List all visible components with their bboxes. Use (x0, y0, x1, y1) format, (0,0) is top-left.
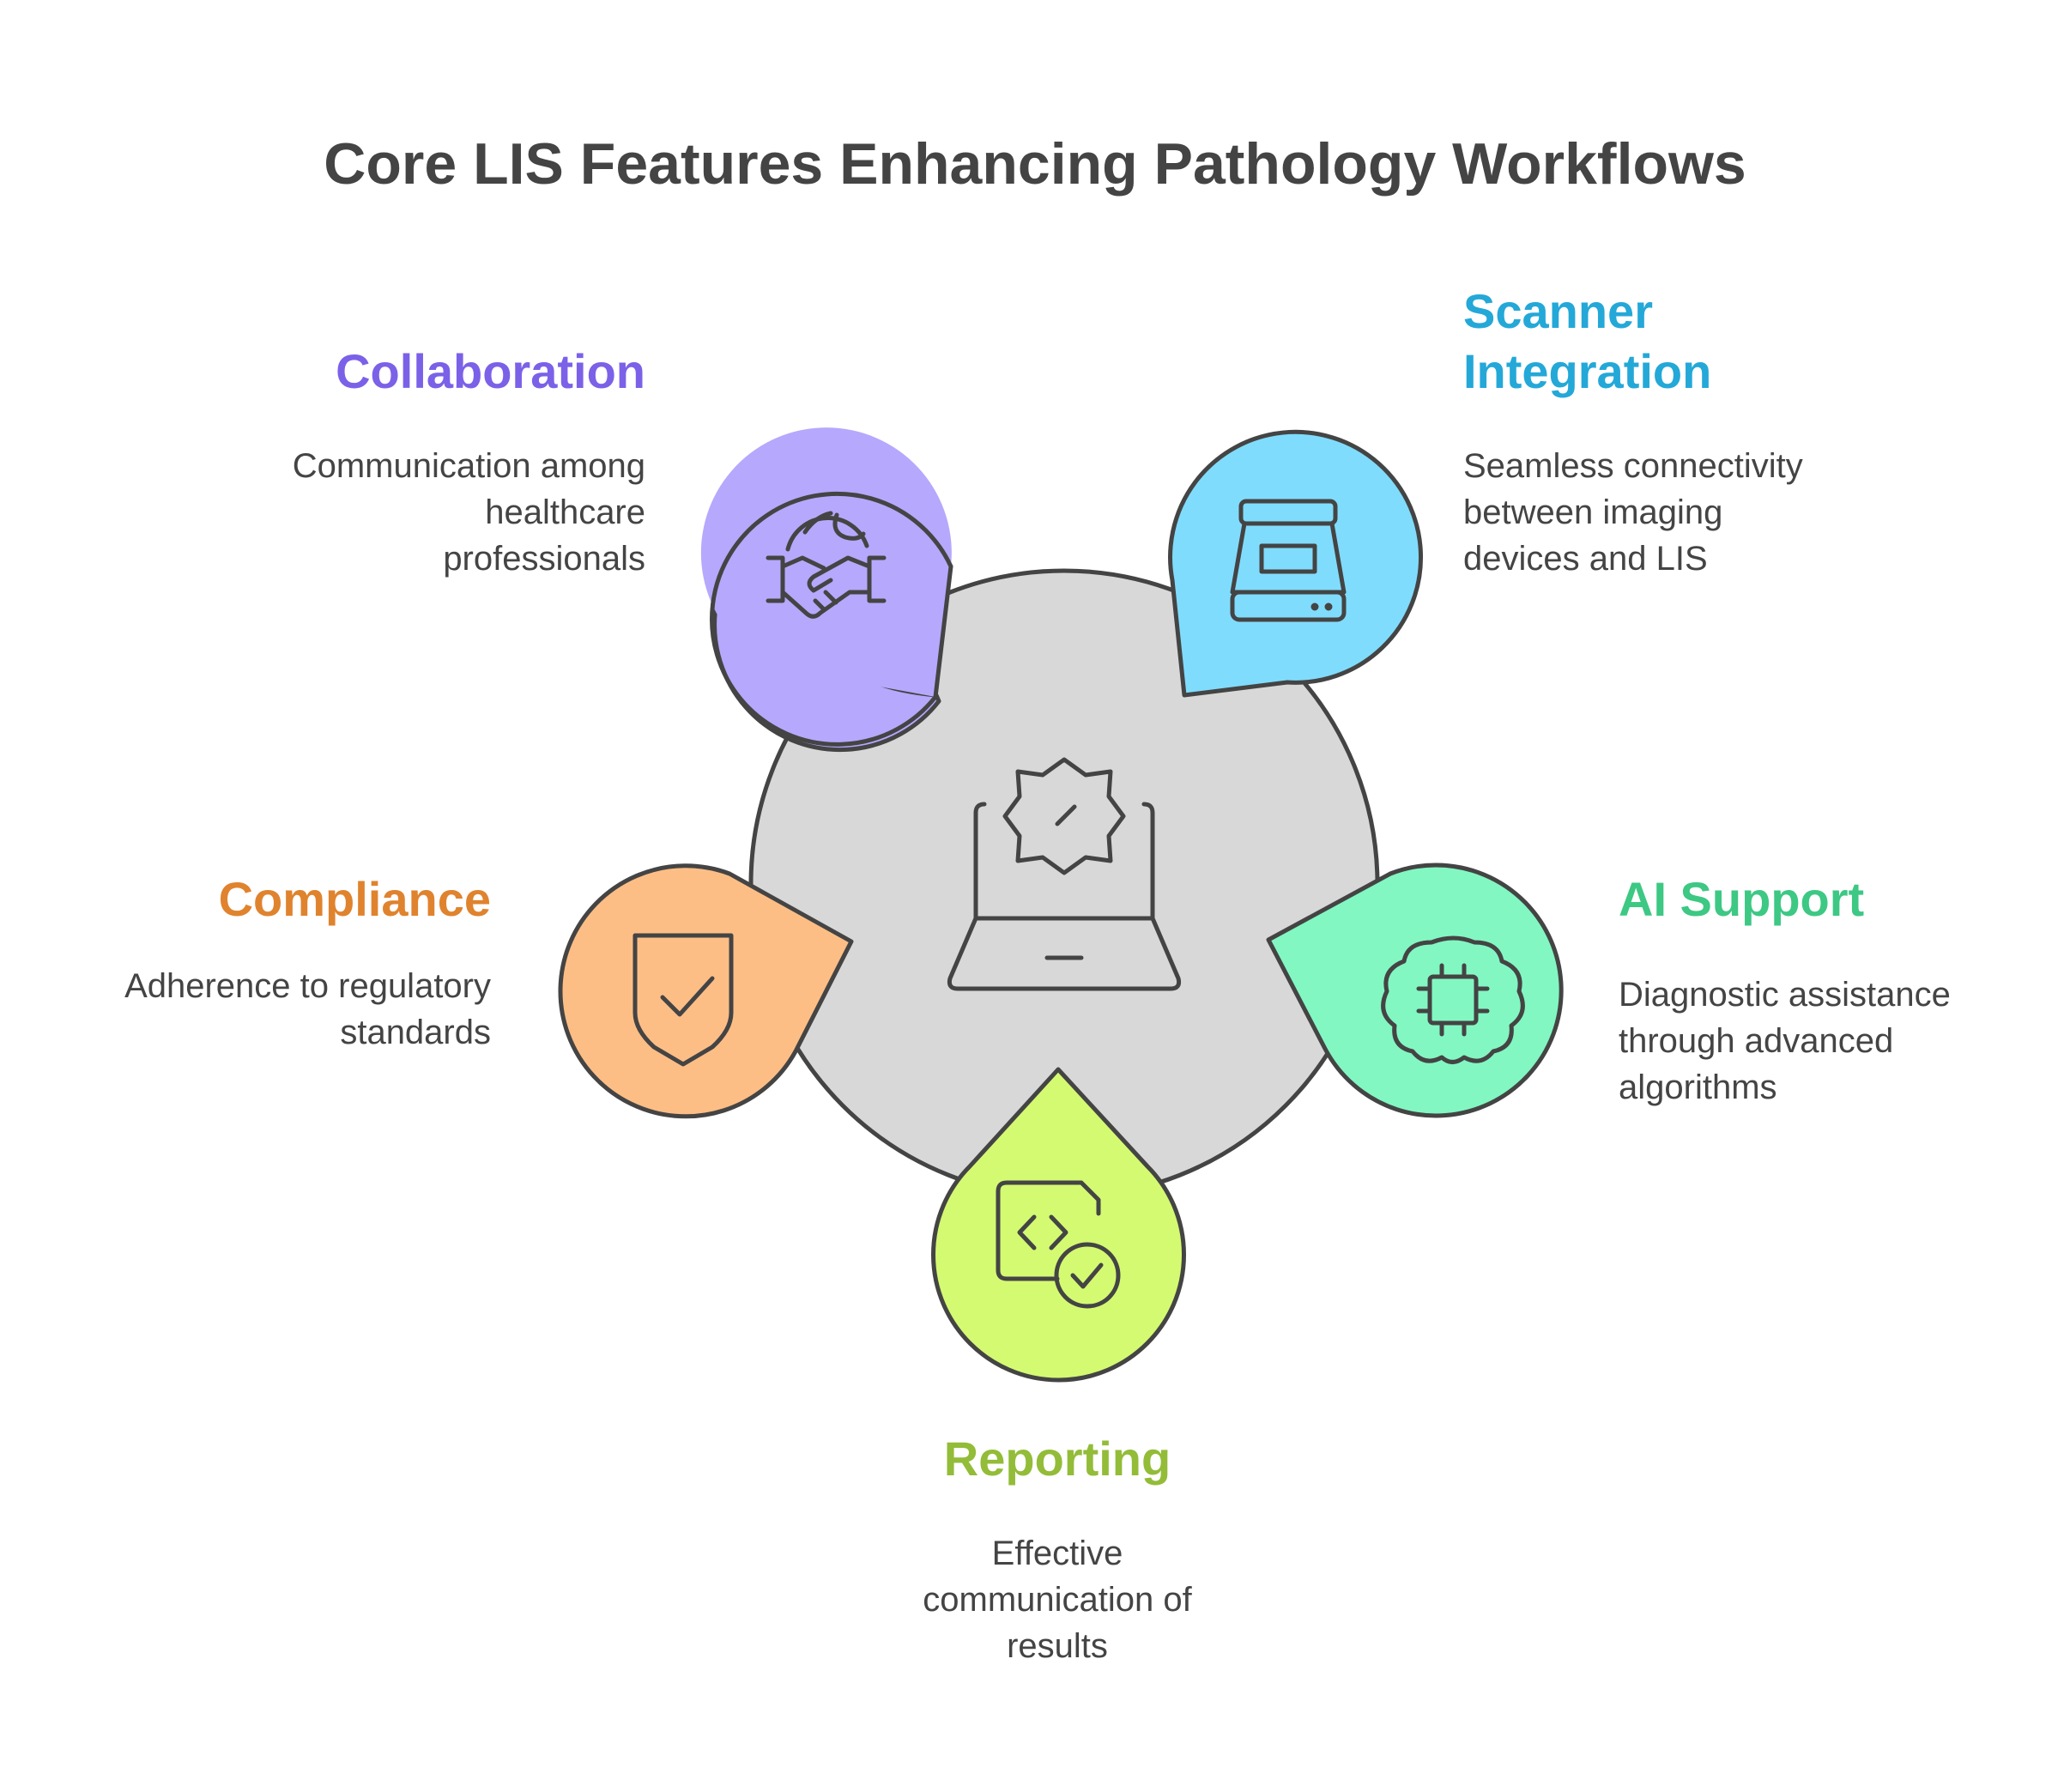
shield-check-icon (632, 933, 734, 1067)
brain-chip-icon (1381, 935, 1525, 1064)
reporting-description: Effective communication of results (923, 1535, 1192, 1665)
scanner-icon (1230, 499, 1347, 622)
laptop-gear-icon (947, 757, 1182, 991)
ai-support-label: AI Support (1619, 872, 1865, 926)
reporting-label: Reporting (943, 1432, 1171, 1486)
scanner-description: Seamless connectivity between imaging de… (1463, 447, 1803, 578)
ai-node (1266, 863, 1564, 1118)
ai-support-description: Diagnostic assistance through advanced a… (1619, 976, 1951, 1106)
collaboration-node-shape (700, 427, 952, 697)
page-title: Core LIS Features Enhancing Pathology Wo… (324, 131, 1746, 197)
scanner-label: Scanner Integration (1463, 284, 1712, 398)
globe-handshake-icon (766, 511, 887, 619)
scanner-node (1168, 429, 1424, 698)
compliance-node (558, 863, 854, 1119)
collaboration-label: Collaboration (336, 344, 645, 398)
compliance-label: Compliance (218, 872, 491, 926)
compliance-description: Adherence to regulatory standards (124, 967, 491, 1051)
collaboration-description: Communication among healthcare professio… (292, 447, 645, 578)
code-document-check-icon (996, 1180, 1121, 1309)
